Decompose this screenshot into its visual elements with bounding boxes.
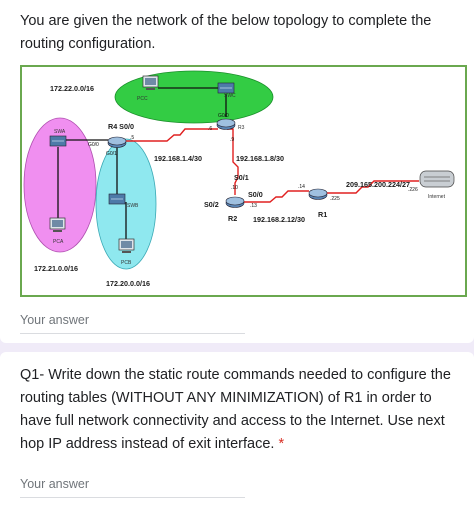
question-1-body: Q1- Write down the static route commands… (20, 367, 451, 452)
pcc-computer-icon (142, 75, 159, 90)
swb-label: SWB (127, 203, 139, 209)
net-192-168-1-4-label: 192.168.1.4/30 (154, 154, 202, 163)
net-172-21-label: 172.21.0.0/16 (34, 264, 78, 273)
r4-router-icon (107, 136, 127, 148)
question-card-topology: You are given the network of the below t… (0, 0, 474, 343)
pca-computer-icon (49, 217, 66, 232)
r2-s02-label: S0/2 (204, 200, 219, 209)
answer-input-1[interactable]: Your answer (20, 313, 245, 334)
net-192-168-1-8-label: 192.168.1.8/30 (236, 154, 284, 163)
r2-s00-label: S0/0 (248, 190, 263, 199)
r3-router-icon (216, 118, 236, 130)
r4-g01-label: G0/1 (106, 151, 117, 157)
r2-label: R2 (228, 214, 237, 223)
pca-label: PCA (53, 239, 64, 245)
network-topology-figure: PCC SWC R3 G0/0 .6 .9 SWA (20, 65, 467, 297)
internet-server-icon (419, 170, 455, 188)
ip-10-label: .10 (231, 185, 238, 191)
net-192-168-2-12-label: 192.168.2.12/30 (253, 215, 305, 224)
ip-225-label: .225 (330, 196, 340, 202)
internet-label: Internet (428, 194, 446, 200)
ip-6-label: .6 (208, 126, 212, 132)
pcb-label: PCB (121, 260, 132, 266)
question-1-text: Q1- Write down the static route commands… (20, 364, 454, 456)
net-172-22-label: 172.22.0.0/16 (50, 84, 94, 93)
ip-226-label: .226 (408, 187, 418, 193)
answer-input-2[interactable]: Your answer (20, 477, 245, 498)
swa-label: SWA (54, 129, 66, 135)
net-209-165-label: 209.165.200.224/27 (346, 180, 410, 189)
r3-g00-label: G0/0 (218, 113, 229, 119)
ip-9-label: .9 (230, 137, 234, 143)
swc-switch-icon (217, 82, 235, 94)
ip-14-label: .14 (298, 184, 305, 190)
swa-switch-icon (49, 135, 67, 147)
question-card-q1: Q1- Write down the static route commands… (0, 352, 474, 509)
question-intro-text: You are given the network of the below t… (20, 13, 432, 52)
r4-s00-label: R4 S0/0 (108, 122, 134, 131)
swb-switch-icon (108, 193, 126, 205)
r4-g00-label: G0/0 (88, 142, 99, 148)
r1-label: R1 (318, 210, 327, 219)
net-172-20-label: 172.20.0.0/16 (106, 279, 150, 288)
r3-label: R3 (238, 125, 245, 131)
ip-13-label: .13 (250, 203, 257, 209)
lan-172-21-ellipse (23, 117, 97, 253)
lan-links (57, 87, 227, 239)
required-asterisk: * (278, 436, 285, 452)
pcb-computer-icon (118, 238, 135, 253)
serial-links (126, 128, 419, 203)
ip-5-label: .5 (130, 135, 134, 141)
topology-diagram: PCC SWC R3 G0/0 .6 .9 SWA (23, 70, 455, 288)
r1-router-icon (308, 188, 328, 200)
r2-router-icon (225, 196, 245, 208)
pcc-label: PCC (137, 96, 148, 102)
swc-label: SWC (224, 93, 236, 99)
r2-s01-label: S0/1 (234, 173, 249, 182)
